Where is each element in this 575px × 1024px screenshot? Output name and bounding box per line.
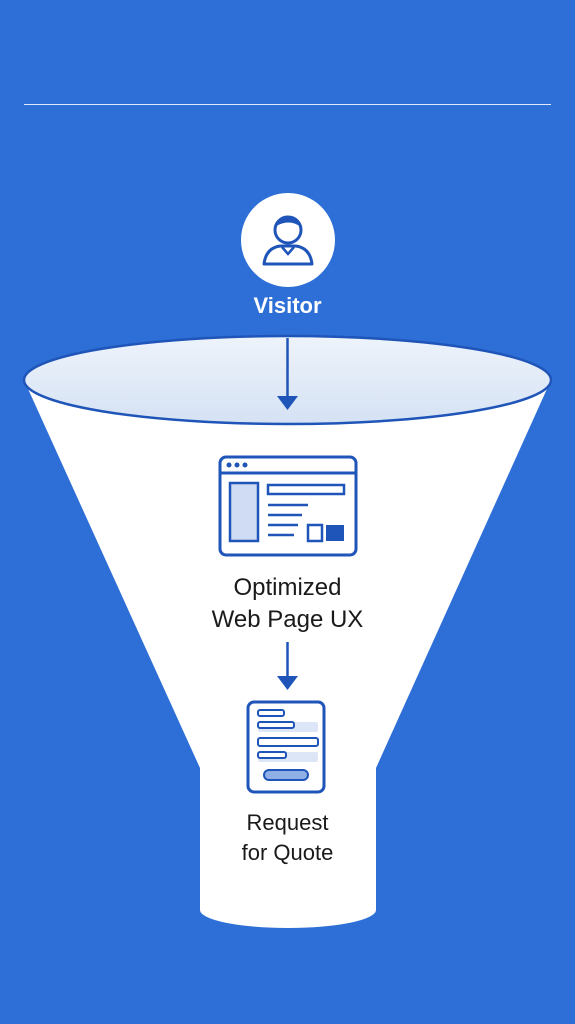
request-quote-label: Request for Quote — [0, 808, 575, 868]
webpage-ux-label: Optimized Web Page UX — [0, 572, 575, 636]
webpage-ux-label-line-1: Optimized — [233, 574, 342, 601]
webpage-ux-label-line-2: Web Page UX — [211, 606, 364, 633]
arrow-visitor-to-webpage — [277, 338, 298, 410]
webpage-icon — [218, 455, 358, 557]
arrow-webpage-to-quote — [277, 642, 298, 690]
top-divider-line — [24, 104, 551, 105]
visitor-label: Visitor — [253, 293, 322, 318]
request-quote-label-line-1: Request — [246, 810, 329, 835]
form-icon — [246, 700, 326, 794]
request-quote-label-line-2: for Quote — [241, 840, 334, 865]
user-icon — [241, 193, 335, 287]
